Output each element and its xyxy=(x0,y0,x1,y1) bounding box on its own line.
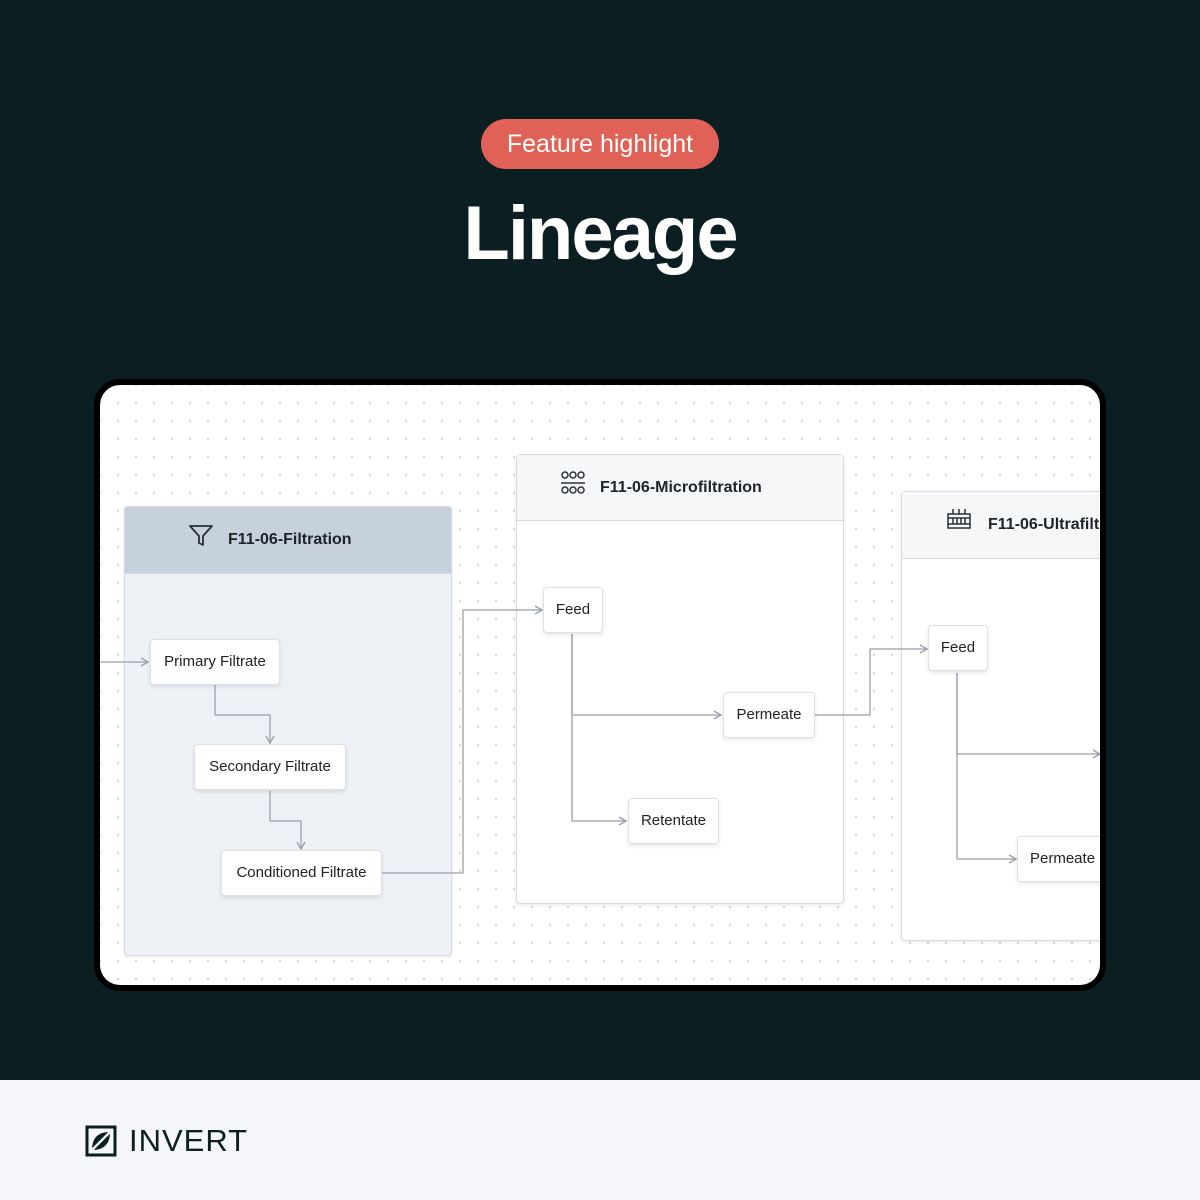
node-permeate-uf[interactable]: Permeate xyxy=(1017,836,1100,882)
footer-bar xyxy=(0,1080,1200,1200)
group-filtration-title: F11-06-Filtration xyxy=(228,531,352,548)
group-ultrafiltration-title: F11-06-Ultrafilt xyxy=(988,516,1100,533)
funnel-icon xyxy=(189,525,213,546)
lineage-canvas[interactable]: F11-06-Filtration F11-06-Microfiltration xyxy=(100,385,1100,985)
node-primary-filtrate[interactable]: Primary Filtrate xyxy=(150,639,280,685)
node-feed[interactable]: Feed xyxy=(543,587,603,633)
node-permeate[interactable]: Permeate xyxy=(723,692,815,738)
invert-logo-icon xyxy=(85,1125,117,1157)
node-feed-uf[interactable]: Feed xyxy=(928,625,988,671)
filter-cassette-icon xyxy=(947,509,971,529)
membrane-module-icon xyxy=(561,471,585,494)
group-microfiltration-header: F11-06-Microfiltration xyxy=(517,455,843,521)
node-retentate[interactable]: Retentate xyxy=(628,798,719,844)
node-conditioned-filtrate[interactable]: Conditioned Filtrate xyxy=(221,850,382,896)
feature-highlight-badge: Feature highlight xyxy=(481,119,719,169)
group-microfiltration-title: F11-06-Microfiltration xyxy=(600,479,762,496)
group-ultrafiltration-header: F11-06-Ultrafilt xyxy=(902,492,1100,559)
page-title: Lineage xyxy=(463,191,738,276)
brand-name: INVERT xyxy=(129,1123,249,1158)
group-filtration-header: F11-06-Filtration xyxy=(125,507,451,574)
node-secondary-filtrate[interactable]: Secondary Filtrate xyxy=(194,744,346,790)
brand: INVERT xyxy=(85,1123,249,1158)
